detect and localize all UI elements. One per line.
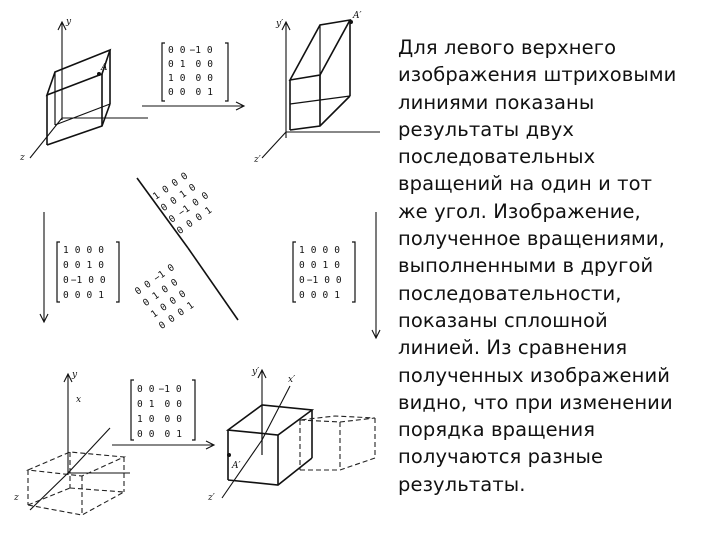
- axis-z-prime-label-bottom: z′: [207, 493, 215, 503]
- point-a-prime-label: A′: [352, 11, 362, 21]
- rotated-matrix-upper: 1 0 0 0 0 0 1 0 0 −1 0 0 0 0 0 1: [151, 167, 219, 237]
- caption-line: выполненными в другой: [398, 252, 716, 279]
- axis-x-label-bottom: x: [76, 395, 81, 405]
- point-a-prime-label-bottom: A′: [231, 461, 241, 471]
- caption-line: результаты двух: [398, 116, 716, 143]
- caption-line: порядка вращения: [398, 416, 716, 443]
- central-diagonal-divider: 1 0 0 0 0 0 1 0 0 −1 0 0 0 0 0 1 0 0 −1 …: [133, 167, 238, 332]
- caption-line: изображения штриховыми: [398, 61, 716, 88]
- axis-z-prime-label: z′: [253, 155, 261, 165]
- caption-line: линиями показаны: [398, 89, 716, 116]
- axis-y-label-bottom: y: [71, 370, 78, 380]
- point-a-label: A: [100, 63, 108, 73]
- axis-y-prime-label: y′: [275, 19, 283, 29]
- caption-line: Для левого верхнего: [398, 34, 716, 61]
- caption-line: полученное вращениями,: [398, 225, 716, 252]
- caption-line: же угол. Изображение,: [398, 198, 716, 225]
- top-left-box-diagram: y z A: [19, 17, 148, 163]
- caption-line: получаются разные: [398, 443, 716, 470]
- description-text: Для левого верхнего изображения штриховы…: [398, 34, 716, 498]
- top-right-box-diagram: y′ z′ A′: [253, 11, 380, 165]
- rotated-matrix-lower: 0 0 −1 0 0 1 0 0 1 0 0 0 0 0 0 1: [133, 262, 201, 332]
- bottom-left-box-diagram: y z x: [13, 370, 130, 515]
- caption-line: результаты.: [398, 471, 716, 498]
- axis-z-label: z: [19, 153, 25, 163]
- caption-line: последовательности,: [398, 280, 716, 307]
- caption-line: видно, что при изменении: [398, 389, 716, 416]
- caption-line: последовательных: [398, 143, 716, 170]
- caption-line: полученных изображений: [398, 362, 716, 389]
- left-down-arrow: [40, 212, 48, 322]
- axis-y-label: y: [65, 17, 72, 27]
- caption-line: вращений на один и тот: [398, 170, 716, 197]
- caption-line: показаны сплошной: [398, 307, 716, 334]
- axis-y-prime-label-bottom: y′: [251, 367, 259, 377]
- bottom-right-box-diagram: y′ z′ x′ A′: [207, 367, 375, 503]
- axis-x-prime-label-bottom: x′: [288, 375, 295, 385]
- axis-z-label-bottom: z: [13, 493, 19, 503]
- caption-line: линией. Из сравнения: [398, 334, 716, 361]
- right-down-arrow: [372, 212, 380, 338]
